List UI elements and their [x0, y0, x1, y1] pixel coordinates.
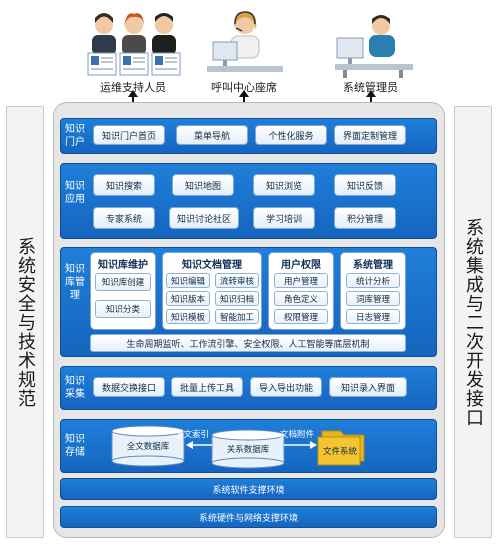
- discussion-community-button[interactable]: 知识讨论社区: [169, 207, 239, 229]
- lexicon-management-button[interactable]: 词库管理: [346, 291, 400, 306]
- knowledge-classify-button[interactable]: 知识分类: [95, 300, 151, 318]
- software-environment-bar: 系统软件支撑环境: [60, 478, 437, 500]
- left-pillar-label: 系统安全与技术规范: [15, 236, 36, 408]
- collection-layer-title: 知识采集: [65, 376, 85, 400]
- library-management-layer-title: 知识库管理: [65, 264, 85, 301]
- relational-db-label: 关系数据库: [226, 445, 270, 455]
- points-management-button[interactable]: 积分管理: [334, 207, 396, 229]
- role-label-admin: 系统管理员: [343, 81, 398, 94]
- ui-customization-button[interactable]: 界面定制管理: [334, 125, 406, 145]
- statistics-button[interactable]: 统计分析: [346, 273, 400, 288]
- right-pillar-integration: 系统集成与二次开发接口: [454, 106, 492, 538]
- portal-home-button[interactable]: 知识门户首页: [93, 125, 165, 145]
- storage-diagram: [111, 425, 365, 469]
- log-management-button[interactable]: 日志管理: [346, 309, 400, 324]
- file-system-label: 文件系统: [322, 447, 357, 457]
- call-center-agent-figure: [205, 8, 285, 80]
- knowledge-feedback-button[interactable]: 知识反馈: [334, 174, 396, 196]
- fulltext-index-label: 全文索引: [175, 430, 210, 440]
- right-pillar-label: 系统集成与二次开发接口: [463, 217, 484, 427]
- role-label-ops: 运维支持人员: [100, 81, 166, 94]
- underlying-mechanism-bar: 生命周期监听、工作流引擎、安全权限、人工智能等底层机制: [90, 334, 406, 352]
- permission-management-button[interactable]: 权限管理: [274, 309, 328, 324]
- batch-upload-tool-button[interactable]: 批量上传工具: [171, 377, 243, 397]
- learning-training-button[interactable]: 学习培训: [253, 207, 315, 229]
- portal-layer-title: 知识门户: [65, 124, 85, 148]
- user-permission-title: 用户权限: [281, 260, 321, 271]
- system-admin-figure: [333, 8, 415, 80]
- knowledge-archive-button[interactable]: 知识归档: [215, 291, 259, 306]
- knowledge-entry-button[interactable]: 知识录入界面: [329, 377, 407, 397]
- knowledge-browse-button[interactable]: 知识浏览: [253, 174, 315, 196]
- data-exchange-interface-button[interactable]: 数据交换接口: [93, 377, 165, 397]
- user-management-button[interactable]: 用户管理: [274, 273, 328, 288]
- library-maintenance-title: 知识库维护: [98, 260, 148, 271]
- workflow-review-button[interactable]: 流转审核: [215, 273, 259, 288]
- expert-system-button[interactable]: 专家系统: [93, 207, 155, 229]
- storage-layer-title: 知识存储: [65, 434, 85, 458]
- hardware-network-environment-bar: 系统硬件与网络支撑环境: [60, 506, 437, 528]
- ops-staff-figure: [82, 8, 192, 80]
- knowledge-version-button[interactable]: 知识版本: [166, 291, 210, 306]
- left-pillar-security-standards: 系统安全与技术规范: [6, 106, 44, 538]
- menu-navigation-button[interactable]: 菜单导航: [176, 125, 248, 145]
- role-label-callcenter: 呼叫中心座席: [211, 81, 277, 94]
- knowledge-edit-button[interactable]: 知识编辑: [166, 273, 210, 288]
- fulltext-db-label: 全文数据库: [126, 442, 170, 452]
- application-layer-title: 知识应用: [65, 181, 85, 205]
- personalized-service-button[interactable]: 个性化服务: [255, 125, 327, 145]
- knowledge-search-button[interactable]: 知识搜索: [93, 174, 155, 196]
- knowledge-map-button[interactable]: 知识地图: [172, 174, 234, 196]
- system-management-title: 系统管理: [353, 260, 393, 271]
- smart-processing-button[interactable]: 智能加工: [215, 309, 259, 324]
- library-create-button[interactable]: 知识库创建: [95, 273, 151, 291]
- knowledge-template-button[interactable]: 知识模板: [166, 309, 210, 324]
- role-definition-button[interactable]: 角色定义: [274, 291, 328, 306]
- document-management-title: 知识文档管理: [182, 260, 242, 271]
- import-export-button[interactable]: 导入导出功能: [250, 377, 322, 397]
- doc-attachment-label: 文档附件: [280, 430, 315, 440]
